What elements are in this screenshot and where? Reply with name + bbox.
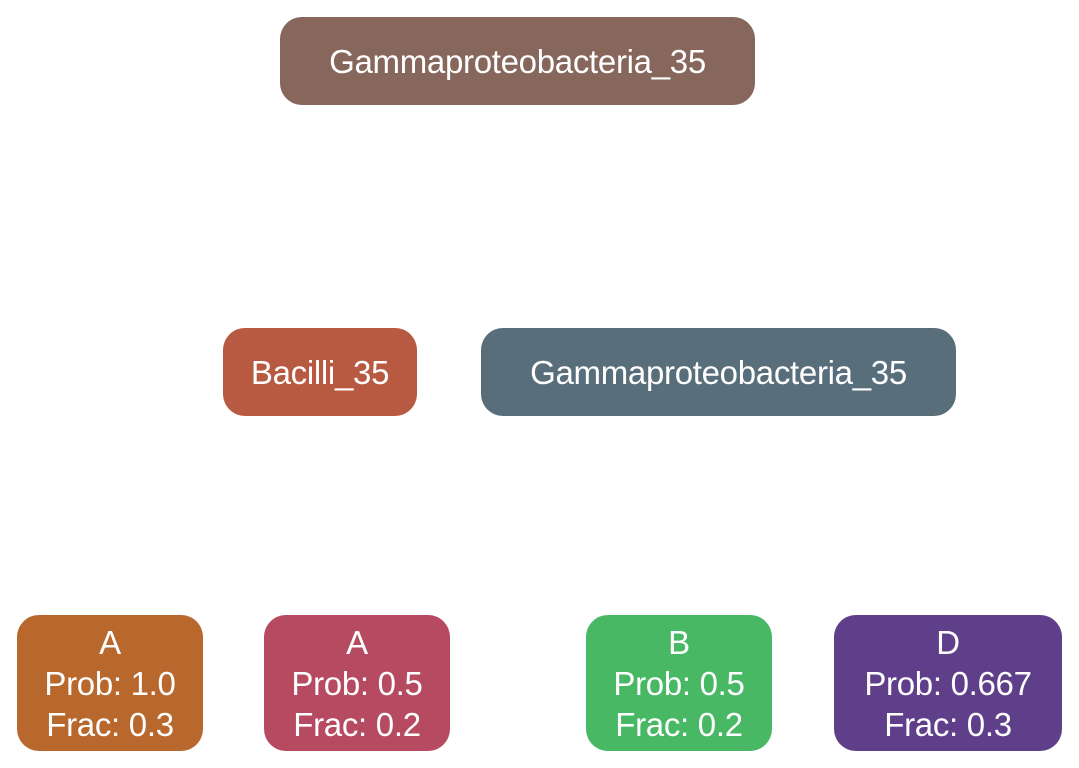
leaf-node-b: B Prob: 0.5 Frac: 0.2: [586, 615, 772, 751]
gammaproteobacteria-child-node: Gammaproteobacteria_35: [481, 328, 956, 416]
leaf-prob: Prob: 0.5: [613, 664, 745, 702]
leaf-frac: Frac: 0.3: [884, 705, 1012, 743]
leaf-name: A: [346, 623, 368, 661]
gammaproteobacteria-child-node-label: Gammaproteobacteria_35: [530, 353, 907, 391]
leaf-frac: Frac: 0.2: [293, 705, 421, 743]
leaf-node-a-2: A Prob: 0.5 Frac: 0.2: [264, 615, 450, 751]
leaf-frac: Frac: 0.3: [46, 705, 174, 743]
leaf-frac: Frac: 0.2: [615, 705, 743, 743]
leaf-prob: Prob: 1.0: [44, 664, 176, 702]
leaf-name: B: [668, 623, 690, 661]
root-node: Gammaproteobacteria_35: [280, 17, 755, 105]
leaf-node-d: D Prob: 0.667 Frac: 0.3: [834, 615, 1062, 751]
bacilli-node-label: Bacilli_35: [250, 353, 390, 391]
bacilli-node: Bacilli_35: [223, 328, 417, 416]
leaf-node-a-1: A Prob: 1.0 Frac: 0.3: [17, 615, 203, 751]
leaf-name: D: [936, 623, 960, 661]
leaf-name: A: [99, 623, 121, 661]
leaf-prob: Prob: 0.5: [291, 664, 423, 702]
root-node-label: Gammaproteobacteria_35: [329, 42, 706, 80]
leaf-prob: Prob: 0.667: [864, 664, 1032, 702]
